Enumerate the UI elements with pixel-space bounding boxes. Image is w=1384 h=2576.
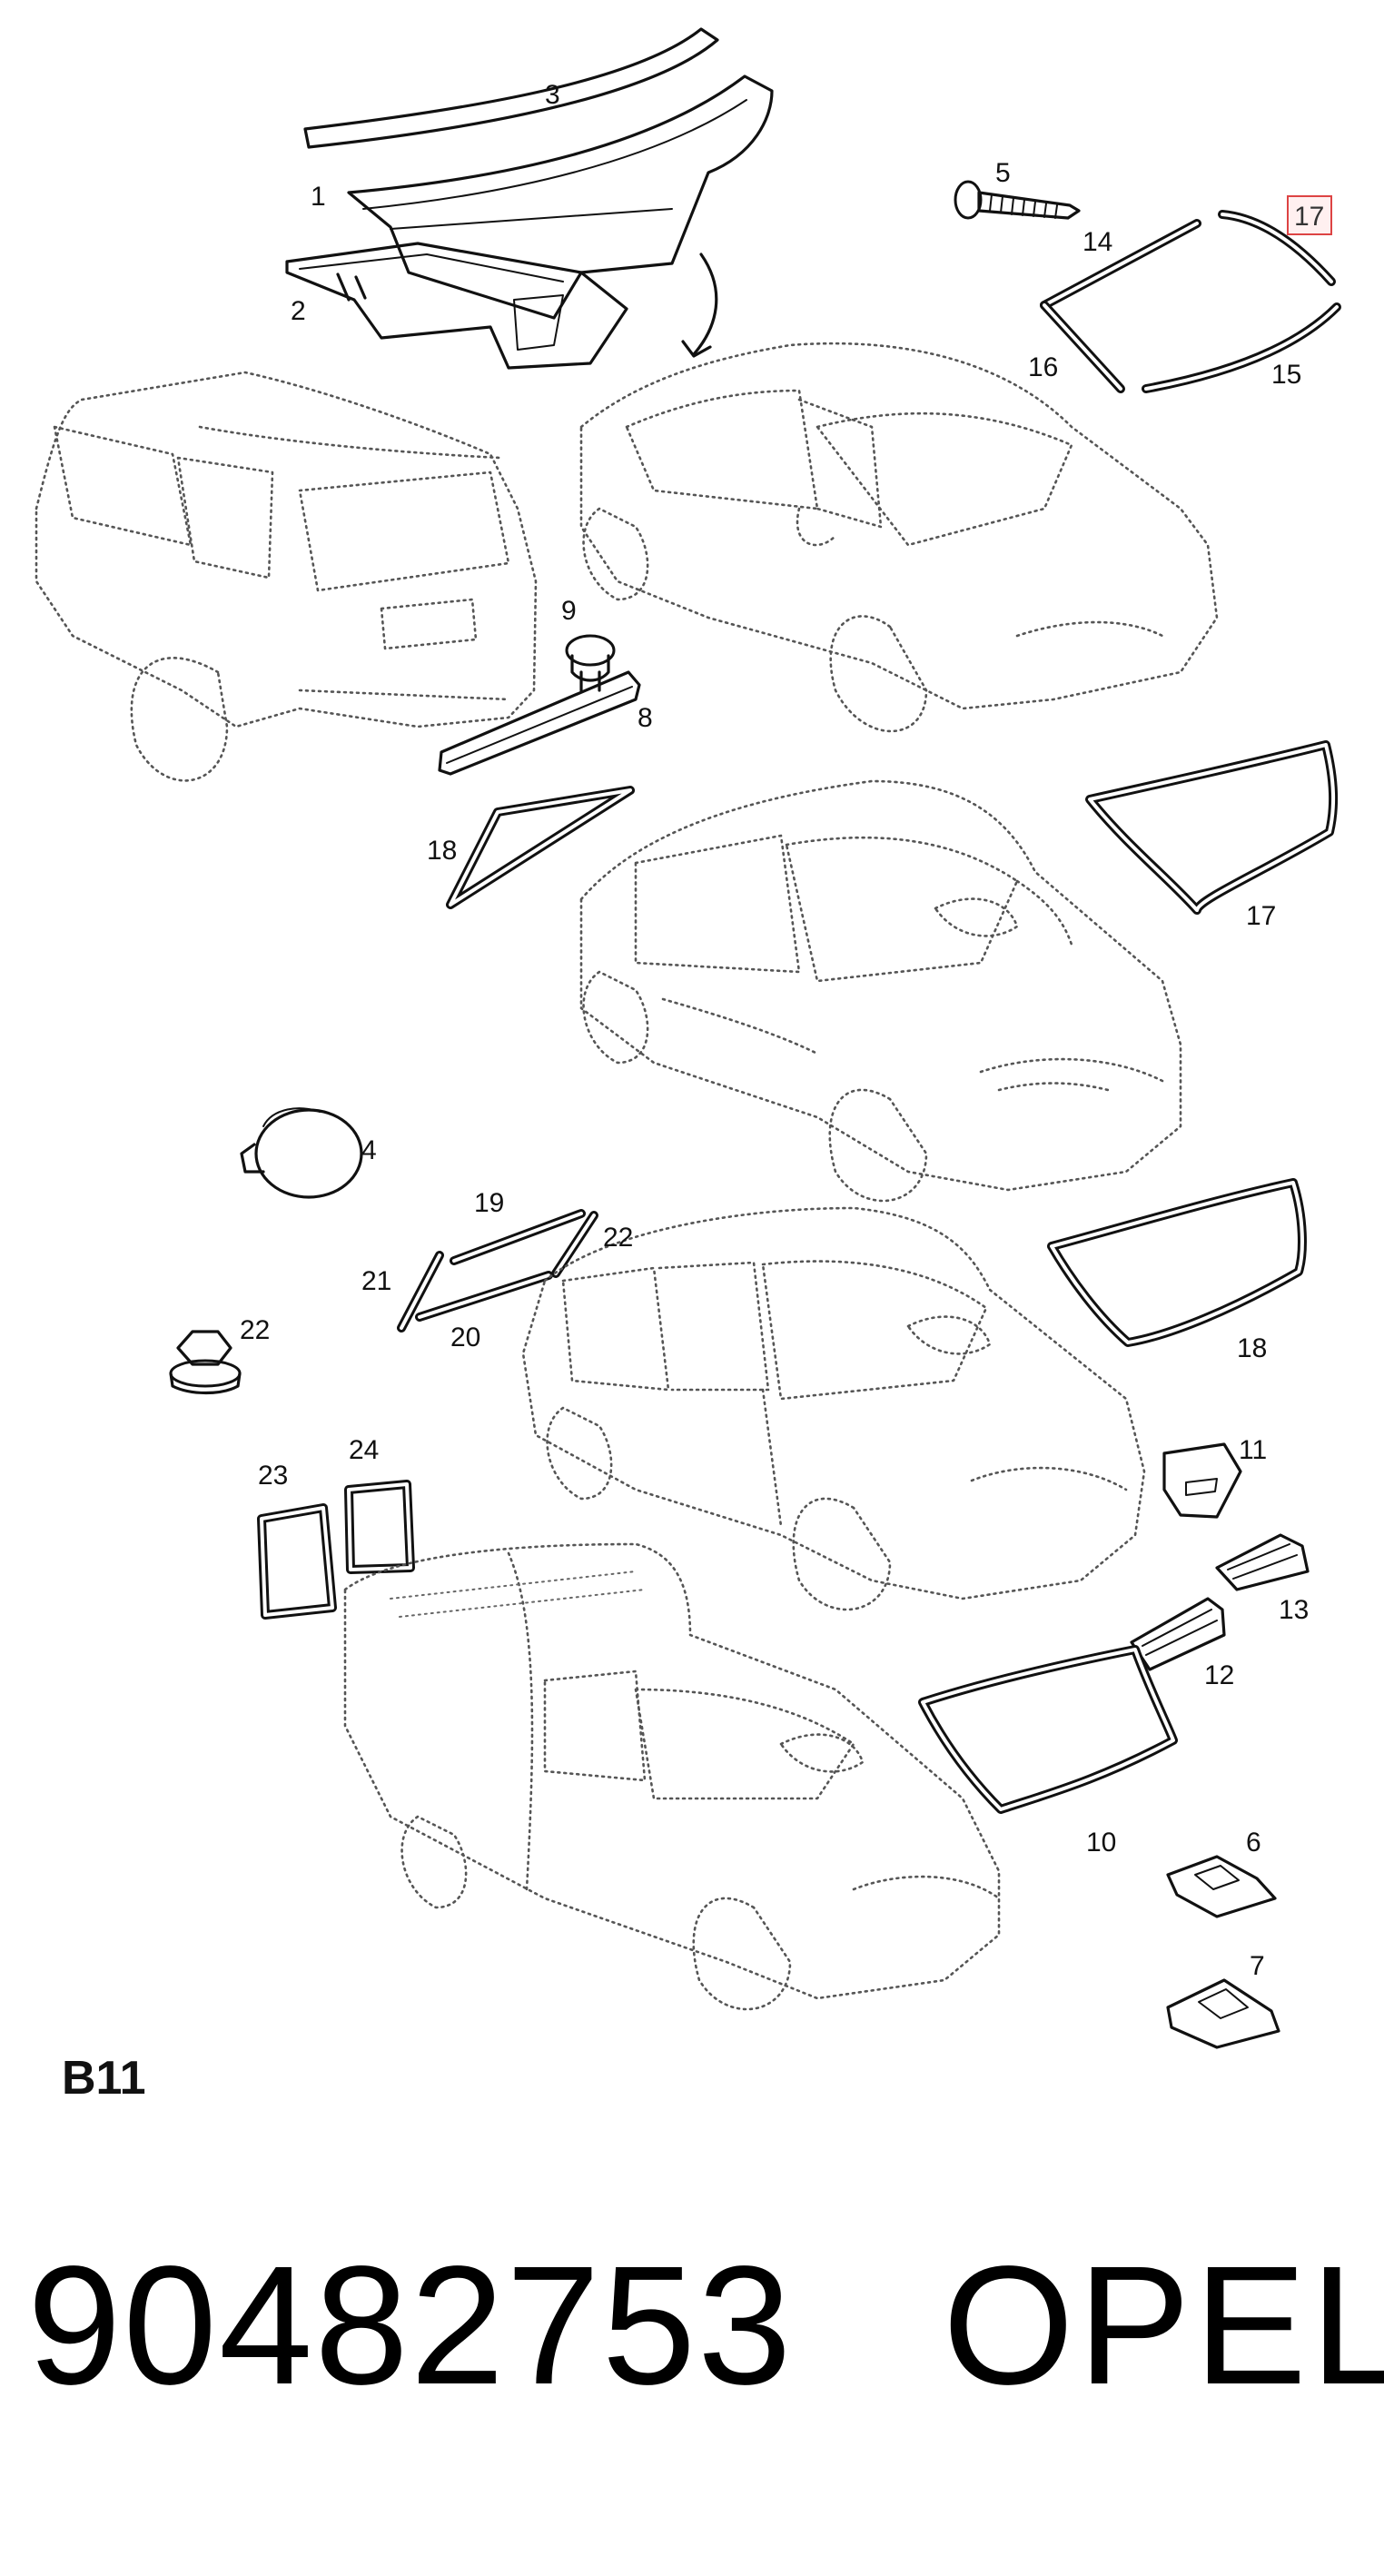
part-15-seal-strip (1142, 302, 1341, 393)
callout-5: 5 (995, 158, 1011, 188)
callout-labels: 3 1 2 5 14 17 16 15 9 8 18 17 4 19 21 22… (240, 80, 1332, 1981)
callout-13: 13 (1279, 1595, 1309, 1625)
part-20-seal-strip (450, 1209, 586, 1265)
vehicle-van (343, 1542, 1001, 2011)
callout-7: 7 (1250, 1951, 1265, 1981)
part-24-gasket-left (257, 1503, 337, 1620)
callout-24-left: 23 (258, 1461, 288, 1491)
callout-18-lower: 18 (1237, 1333, 1267, 1363)
part-22-seal-left (397, 1251, 444, 1333)
part-6-clip (1166, 1855, 1277, 1918)
callout-15: 15 (1271, 360, 1301, 390)
callout-17-box (1287, 195, 1332, 235)
callout-19: 18 (427, 836, 457, 866)
callout-16: 16 (1028, 352, 1058, 382)
callout-6: 6 (1246, 1828, 1261, 1858)
callout-17: 17 (1294, 202, 1324, 232)
callout-4: 4 (361, 1135, 377, 1165)
part-23-nut (169, 1330, 242, 1395)
callout-14: 14 (1082, 227, 1112, 257)
part-7-clip (1166, 1978, 1280, 2049)
part-19-side-window-gasket (446, 786, 635, 909)
part-9-clip (565, 634, 616, 692)
part-2-spoiler-bracket (285, 242, 628, 370)
part-8-molding-strip (438, 670, 641, 776)
vehicle-estate-rear (35, 371, 538, 782)
callout-20: 19 (474, 1188, 504, 1218)
callout-8: 8 (638, 703, 653, 733)
callout-12: 12 (1204, 1660, 1234, 1690)
part-5-screw (954, 180, 1081, 220)
part-1-rear-spoiler (347, 74, 774, 320)
callout-18-upper: 17 (1246, 901, 1276, 931)
assembly-arrow (681, 253, 718, 358)
callout-22-right: 22 (603, 1223, 633, 1253)
callout-9: 9 (561, 596, 577, 626)
part-11-clip (1162, 1442, 1242, 1519)
vehicle-3door (579, 779, 1182, 1203)
callout-1: 1 (311, 182, 326, 212)
vehicle-3door-spoiler (579, 342, 1219, 733)
part-24-gasket-right (344, 1480, 415, 1574)
vehicle-5door (521, 1206, 1146, 1611)
brand-name: OPEL (943, 2232, 1384, 2420)
callout-3: 3 (545, 80, 560, 110)
part-16-seal-strip (1040, 301, 1125, 393)
callout-2: 2 (291, 296, 306, 326)
callout-22-left: 21 (361, 1266, 391, 1296)
part-18-windshield-gasket-lower (1047, 1178, 1307, 1347)
part-13-bracket (1215, 1533, 1310, 1591)
part-4-fuel-cap (240, 1107, 363, 1199)
callout-21: 20 (450, 1323, 480, 1352)
callout-10: 10 (1086, 1828, 1116, 1858)
section-code: B11 (62, 2052, 146, 2105)
part-3-spoiler-strip (303, 27, 719, 149)
callout-23: 22 (240, 1315, 270, 1345)
parts-diagram: 3 1 2 5 14 17 16 15 9 8 18 17 4 19 21 22… (35, 27, 1341, 2049)
part-14-seal-strip (1040, 219, 1201, 310)
callout-24-right: 24 (349, 1435, 379, 1465)
part-22-seal-right (551, 1211, 598, 1278)
part-10-windshield-gasket (918, 1645, 1178, 1814)
part-18-windshield-gasket-upper (1085, 740, 1339, 915)
part-number: 90482753 (27, 2232, 794, 2420)
part-17-seal-strip (1218, 210, 1336, 286)
part-12-bracket (1130, 1597, 1226, 1671)
callout-11: 11 (1239, 1435, 1267, 1465)
part-21-seal-strip (415, 1271, 553, 1322)
